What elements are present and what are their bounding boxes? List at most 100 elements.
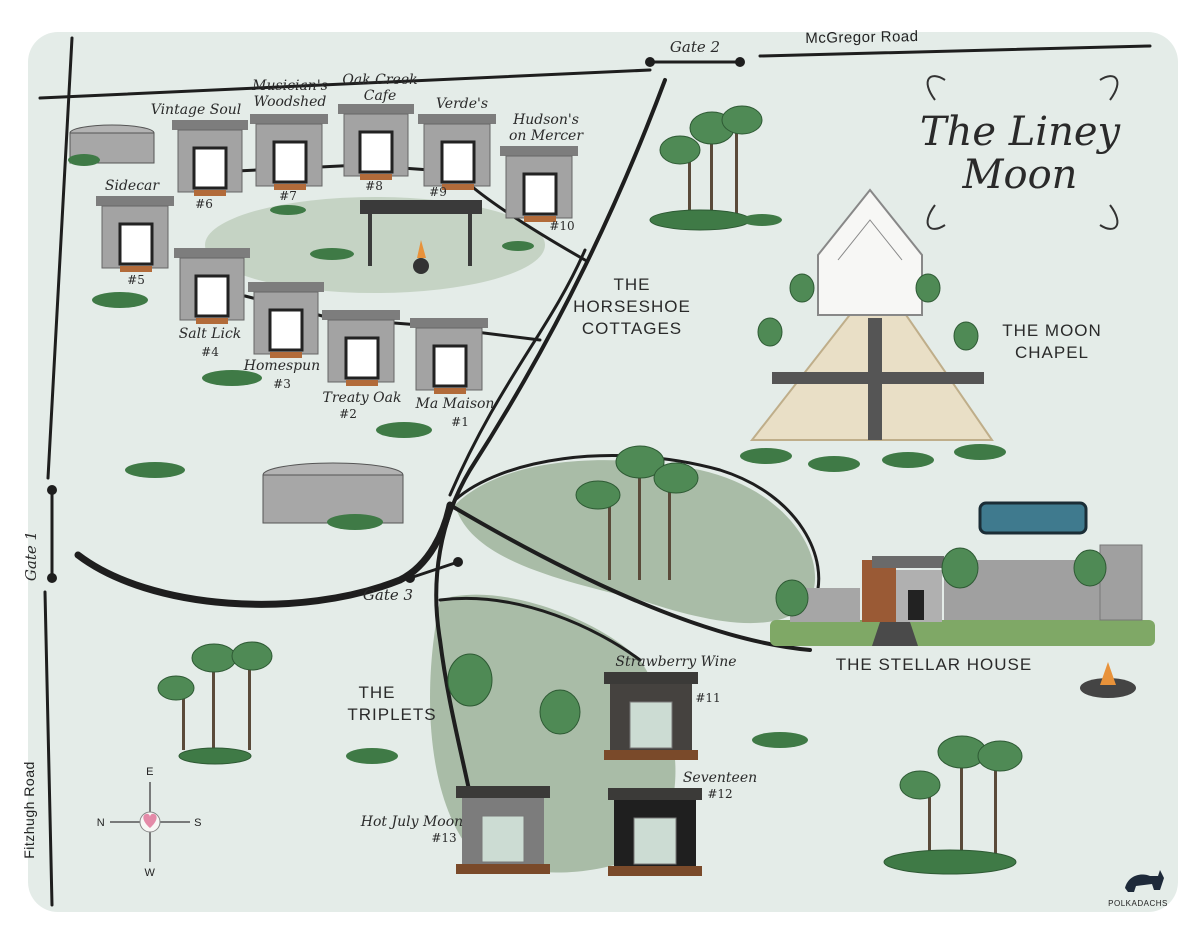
cabin-7[interactable] — [250, 114, 328, 190]
drive-meadow-loop — [453, 454, 821, 602]
chapel-label-2: CHAPEL — [1015, 343, 1089, 362]
cabin-11[interactable] — [604, 672, 698, 760]
tree-chapel-far-right — [953, 321, 979, 351]
compass-south: S — [194, 817, 202, 829]
heart-icon — [143, 813, 157, 828]
cabin-10-name-1: Hudson's — [512, 112, 579, 128]
chapel-label-1: THE MOON — [1002, 321, 1102, 340]
road-fitzhugh-upper — [46, 36, 74, 480]
horseshoe-lawn — [205, 197, 545, 293]
tree-stellar-3 — [1073, 549, 1107, 587]
artist-logo: POLKADACHS — [1108, 870, 1168, 908]
cabin-12-number: #12 — [707, 787, 732, 801]
fire-pit — [1080, 662, 1136, 698]
water-tank-south — [262, 462, 404, 524]
drive-triplets-loop — [438, 597, 642, 662]
road-mcgregor-west — [38, 68, 652, 100]
cabin-5-number: #5 — [127, 273, 145, 287]
gate-markers — [47, 57, 745, 583]
cabin-2-number: #2 — [339, 407, 357, 421]
cabin-10[interactable] — [500, 146, 578, 222]
cabin-4-name: Salt Lick — [179, 326, 242, 342]
cabin-3-name: Homespun — [243, 358, 320, 374]
gate1-label: Gate 1 — [22, 531, 40, 581]
cabin-13-number: #13 — [431, 831, 456, 845]
cabin-8-name-2: Cafe — [364, 88, 397, 104]
tree-triplets-2 — [539, 689, 581, 735]
road-mcgregor-east — [758, 44, 1152, 58]
tree-cluster-southeast — [883, 735, 1023, 875]
title-line1: The Liney — [920, 109, 1122, 155]
cabin-4[interactable] — [174, 248, 250, 324]
compass-east: E — [146, 766, 154, 778]
gate2-dot-left — [645, 57, 655, 67]
tree-stellar-1 — [775, 579, 809, 617]
cabin-7-number: #7 — [279, 189, 297, 203]
gate2-dot-right — [735, 57, 745, 67]
cabin-7-name-2: Woodshed — [254, 94, 327, 110]
tree-chapel-right — [915, 273, 941, 303]
gate2-label: Gate 2 — [670, 38, 720, 56]
tree-cluster-meadow — [575, 445, 699, 580]
cabin-7-name-1: Musician's — [251, 78, 328, 94]
cabin-10-number: #10 — [549, 219, 574, 233]
dachshund-icon — [1125, 870, 1164, 892]
tree-cluster-north — [649, 105, 763, 231]
logo-text: POLKADACHS — [1108, 899, 1168, 908]
cabin-1-name: Ma Maison — [415, 396, 495, 412]
compass-north: N — [97, 817, 105, 829]
horseshoe-cabins — [96, 104, 578, 394]
gate3-dot-left — [405, 573, 415, 583]
trees — [157, 105, 1107, 875]
cabin-6-name: Vintage Soul — [151, 102, 242, 118]
stellar-label: THE STELLAR HOUSE — [836, 655, 1033, 674]
title-line2: Moon — [962, 152, 1078, 198]
cabin-8-number: #8 — [365, 179, 383, 193]
cabin-11-name: Strawberry Wine — [615, 654, 736, 670]
cabin-8[interactable] — [338, 104, 414, 180]
cabin-9-name: Verde's — [436, 96, 488, 112]
stellar-house[interactable] — [770, 544, 1155, 646]
center-meadow — [455, 460, 816, 624]
horseshoe-label-2: HORSESHOE — [573, 297, 691, 316]
road-label-fitzhugh: Fitzhugh Road — [21, 761, 37, 859]
water-tank-north — [69, 124, 155, 164]
gate3-spur — [408, 560, 460, 580]
pool — [978, 501, 1088, 535]
cabin-1-number: #1 — [451, 415, 469, 429]
tree-cluster-west — [157, 641, 273, 765]
cabin-1[interactable] — [410, 318, 488, 394]
drive-horseshoe-north — [448, 248, 587, 497]
triplets-label-1: THE — [359, 683, 396, 702]
pergola-firepit — [360, 200, 482, 274]
drive-stellar — [448, 503, 812, 652]
tree-chapel-far-left — [757, 317, 783, 347]
horseshoe-label-1: THE — [614, 275, 651, 294]
title-logo: The Liney Moon — [920, 75, 1122, 230]
gate3-label: Gate 3 — [363, 586, 413, 604]
triplets-label-2: TRIPLETS — [347, 705, 436, 724]
cabin-4-number: #4 — [201, 345, 219, 359]
cabin-5[interactable] — [96, 196, 174, 272]
cabin-8-name-1: Oak Creek — [342, 72, 417, 88]
gate3-dot-right — [453, 557, 463, 567]
cabin-9[interactable] — [418, 114, 496, 190]
tree-stellar-2 — [941, 547, 979, 589]
cabin-11-number: #11 — [695, 691, 720, 705]
compass: E W N S — [97, 766, 202, 879]
moon-chapel[interactable] — [749, 188, 994, 441]
gate1-dot-top — [47, 485, 57, 495]
compass-west: W — [145, 867, 156, 879]
cabin-13[interactable] — [456, 786, 550, 874]
cabin-12-name: Seventeen — [683, 770, 757, 786]
cabin-5-name: Sidecar — [105, 178, 161, 194]
cabin-12[interactable] — [608, 788, 702, 876]
cabin-3[interactable] — [248, 282, 324, 358]
cabin-2[interactable] — [322, 310, 400, 386]
tree-chapel-left — [789, 273, 815, 303]
triplet-cabins — [456, 672, 702, 876]
cabin-10-name-2: on Mercer — [509, 128, 584, 144]
cabin-6[interactable] — [172, 120, 248, 196]
drive-west-arc — [74, 501, 454, 608]
